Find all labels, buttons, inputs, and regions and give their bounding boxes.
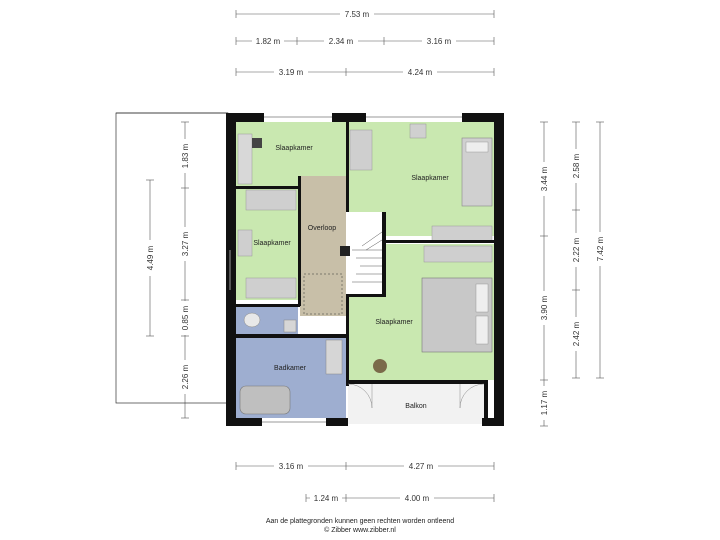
wardrobe — [245, 189, 297, 211]
label-slaapkamer-top-left: Slaapkamer — [275, 145, 313, 152]
dim-left-outer: 4.49 m — [146, 245, 155, 270]
walls — [226, 113, 504, 426]
footer: Aan de plattegronden kunnen geen rechten… — [266, 518, 454, 534]
dim-top-row3-2: 4.24 m — [408, 68, 433, 77]
footer-credit: © Zibber www.zibber.nl — [324, 526, 396, 534]
top-dimensions: 7.53 m 1.82 m 2.34 m 3.16 m 3.19 m 4.24 … — [235, 8, 495, 78]
room-balkon — [348, 384, 484, 424]
dim-top-row2-1: 1.82 m — [256, 37, 281, 46]
desk — [237, 229, 253, 257]
dim-top-row2-3: 3.16 m — [427, 37, 452, 46]
dim-right-inner-1: 3.44 m — [540, 166, 549, 191]
label-slaapkamer-top-right: Slaapkamer — [411, 175, 449, 182]
dim-left-inner-3: 0.85 m — [181, 305, 190, 330]
stairs — [303, 231, 383, 315]
label-balkon: Balkon — [405, 403, 427, 410]
dim-right-outer: 7.42 m — [596, 236, 605, 261]
wardrobe-bottom-right — [423, 245, 493, 263]
bed-pillow — [475, 315, 489, 345]
chair — [409, 123, 427, 139]
bathroom-sink — [325, 339, 343, 375]
dim-left-inner-2: 3.27 m — [181, 231, 190, 256]
chair — [252, 138, 262, 148]
chair — [373, 359, 387, 373]
label-slaapkamer-bottom-right: Slaapkamer — [375, 319, 413, 326]
room-labels: Slaapkamer Slaapkamer Slaapkamer Overloo… — [253, 145, 449, 410]
stairwell — [346, 212, 386, 296]
footer-disclaimer: Aan de plattegronden kunnen geen rechten… — [266, 518, 454, 525]
dim-top-row3-1: 3.19 m — [279, 68, 304, 77]
dim-right-mid-3: 2.42 m — [572, 321, 581, 346]
toilet — [243, 312, 261, 328]
dim-right-mid-2: 2.22 m — [572, 237, 581, 262]
wardrobe-top-right — [431, 225, 493, 243]
left-dimensions: 4.49 m 1.83 m 3.27 m 0.85 m 2.26 m — [144, 121, 191, 419]
furniture — [237, 123, 493, 415]
dim-bottom-row2-2: 4.00 m — [405, 494, 430, 503]
toilet-sink — [283, 319, 297, 333]
label-overloop: Overloop — [308, 225, 337, 232]
bed-pillow — [465, 141, 489, 153]
desk — [237, 133, 253, 185]
label-badkamer: Badkamer — [274, 365, 307, 372]
dim-bottom-row1-1: 3.16 m — [279, 462, 304, 471]
desk-top-right — [349, 129, 373, 171]
label-slaapkamer-mid-left: Slaapkamer — [253, 240, 291, 247]
bathtub — [239, 385, 291, 415]
right-dimensions: 3.44 m 3.90 m 1.17 m 2.58 m 2.22 m 2.42 … — [538, 121, 606, 427]
windows — [229, 116, 462, 423]
dim-top-total: 7.53 m — [345, 10, 370, 19]
dim-right-inner-3: 1.17 m — [540, 390, 549, 415]
dim-right-inner-2: 3.90 m — [540, 295, 549, 320]
bed-pillow — [475, 283, 489, 313]
balcony-doors — [347, 383, 485, 409]
dim-bottom-row1-2: 4.27 m — [409, 462, 434, 471]
stair-post — [340, 246, 350, 256]
room-overloop — [300, 176, 346, 316]
roof-outline — [115, 112, 229, 404]
dim-bottom-row2-1: 1.24 m — [314, 494, 339, 503]
dim-top-row2-2: 2.34 m — [329, 37, 354, 46]
dim-left-inner-1: 1.83 m — [181, 143, 190, 168]
dim-left-inner-4: 2.26 m — [181, 364, 190, 389]
bottom-dimensions: 3.16 m 4.27 m 1.24 m 4.00 m — [235, 460, 495, 504]
wardrobe — [245, 277, 297, 299]
dim-right-mid-1: 2.58 m — [572, 153, 581, 178]
